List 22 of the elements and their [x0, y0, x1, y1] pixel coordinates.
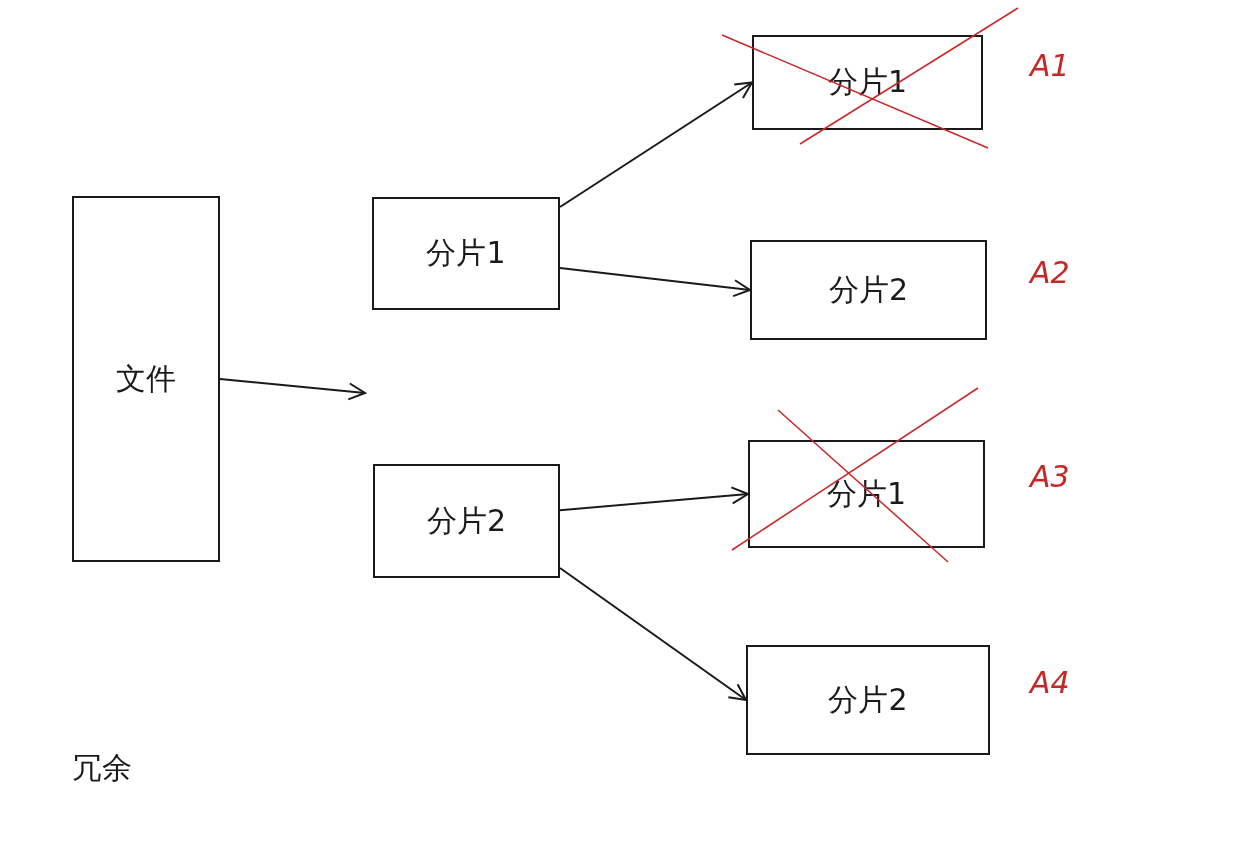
replica-label: A1 — [1030, 47, 1070, 83]
box-label: 分片2 — [828, 680, 908, 719]
arrow — [559, 267, 751, 298]
shard-box — [750, 240, 987, 340]
note-text: 冗余 — [72, 749, 132, 787]
replica-label: A3 — [1030, 459, 1070, 494]
arrow — [559, 567, 747, 701]
arrow — [559, 486, 749, 512]
box-label: 分片2 — [426, 501, 507, 540]
shard-box — [752, 35, 983, 130]
shard-box — [72, 196, 220, 562]
shard-box — [373, 464, 560, 578]
box-label: 分片1 — [426, 234, 506, 272]
shard-box — [748, 440, 985, 548]
replica-label: A4 — [1030, 665, 1070, 700]
box-label: 文件 — [116, 359, 176, 398]
shard-box — [372, 197, 560, 310]
replica-label: A2 — [1030, 255, 1070, 290]
arrow — [219, 378, 366, 401]
box-label: 分片2 — [828, 270, 909, 309]
arrow — [559, 81, 753, 208]
shard-box — [746, 645, 990, 755]
